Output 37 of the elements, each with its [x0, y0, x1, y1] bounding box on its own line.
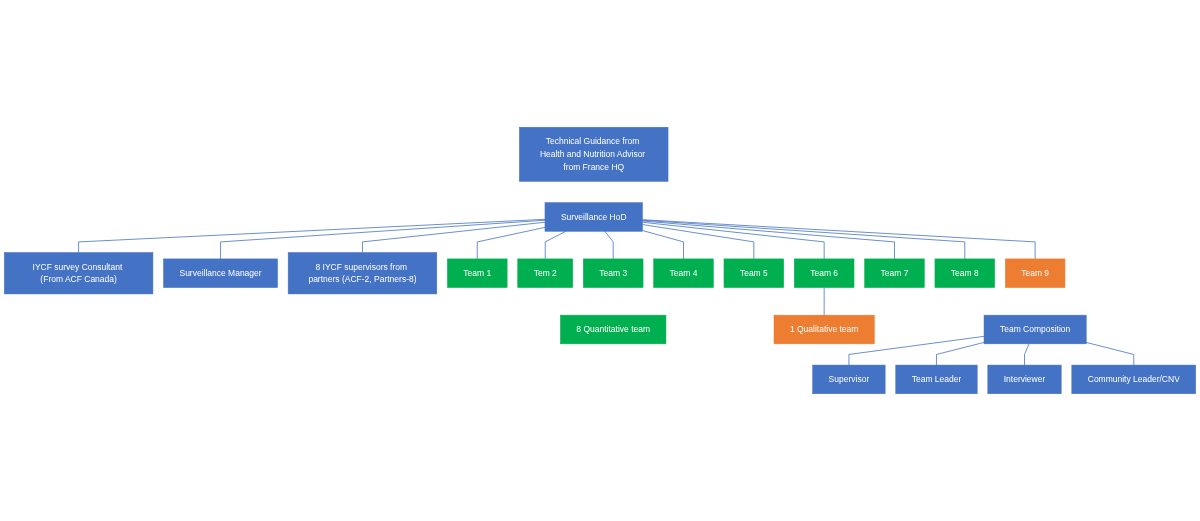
node-box: 1 Qualitative team — [773, 314, 875, 345]
node-box: Surveillance Manager — [163, 258, 278, 288]
connector — [642, 219, 1036, 260]
node-box: Tem 2 — [517, 258, 573, 288]
node-box: Interviewer — [987, 364, 1062, 394]
node-box: Team 8 — [934, 258, 995, 288]
connector — [936, 342, 985, 366]
connector — [604, 230, 614, 260]
connector — [848, 335, 985, 366]
node-box: Team 9 — [1005, 258, 1066, 288]
node-box: Team 1 — [447, 258, 508, 288]
node-box: Team 4 — [653, 258, 714, 288]
connector — [1024, 343, 1030, 366]
connector — [476, 227, 546, 260]
node-box: Team 5 — [723, 258, 784, 288]
node-box: Team 6 — [794, 258, 855, 288]
connector — [1085, 342, 1135, 366]
node-box: Team Leader — [895, 364, 978, 394]
node-box: 8 Quantitative team — [560, 314, 667, 345]
node-box: Surveillance HoD — [544, 202, 643, 232]
node-box: Technical Guidance from Health and Nutrition Advisor from France HQ — [519, 127, 669, 182]
node-box: Supervisor — [812, 364, 886, 394]
connector — [220, 219, 546, 260]
connector — [642, 221, 825, 260]
node-box: Team 7 — [864, 258, 925, 288]
connector — [78, 218, 546, 253]
node-box: Team Composition — [983, 314, 1087, 345]
connector — [362, 221, 546, 253]
node-box: IYCF survey Consultant (From ACF Canada) — [4, 252, 154, 295]
connector — [642, 220, 895, 260]
connector — [642, 224, 755, 260]
connector — [642, 230, 684, 260]
connector — [642, 219, 966, 260]
node-box: Team 3 — [583, 258, 644, 288]
node-box: 8 IYCF supervisors from partners (ACF-2, Partners-8) — [287, 252, 438, 295]
node-box: Community Leader/CNV — [1071, 364, 1196, 394]
connector — [823, 287, 825, 316]
